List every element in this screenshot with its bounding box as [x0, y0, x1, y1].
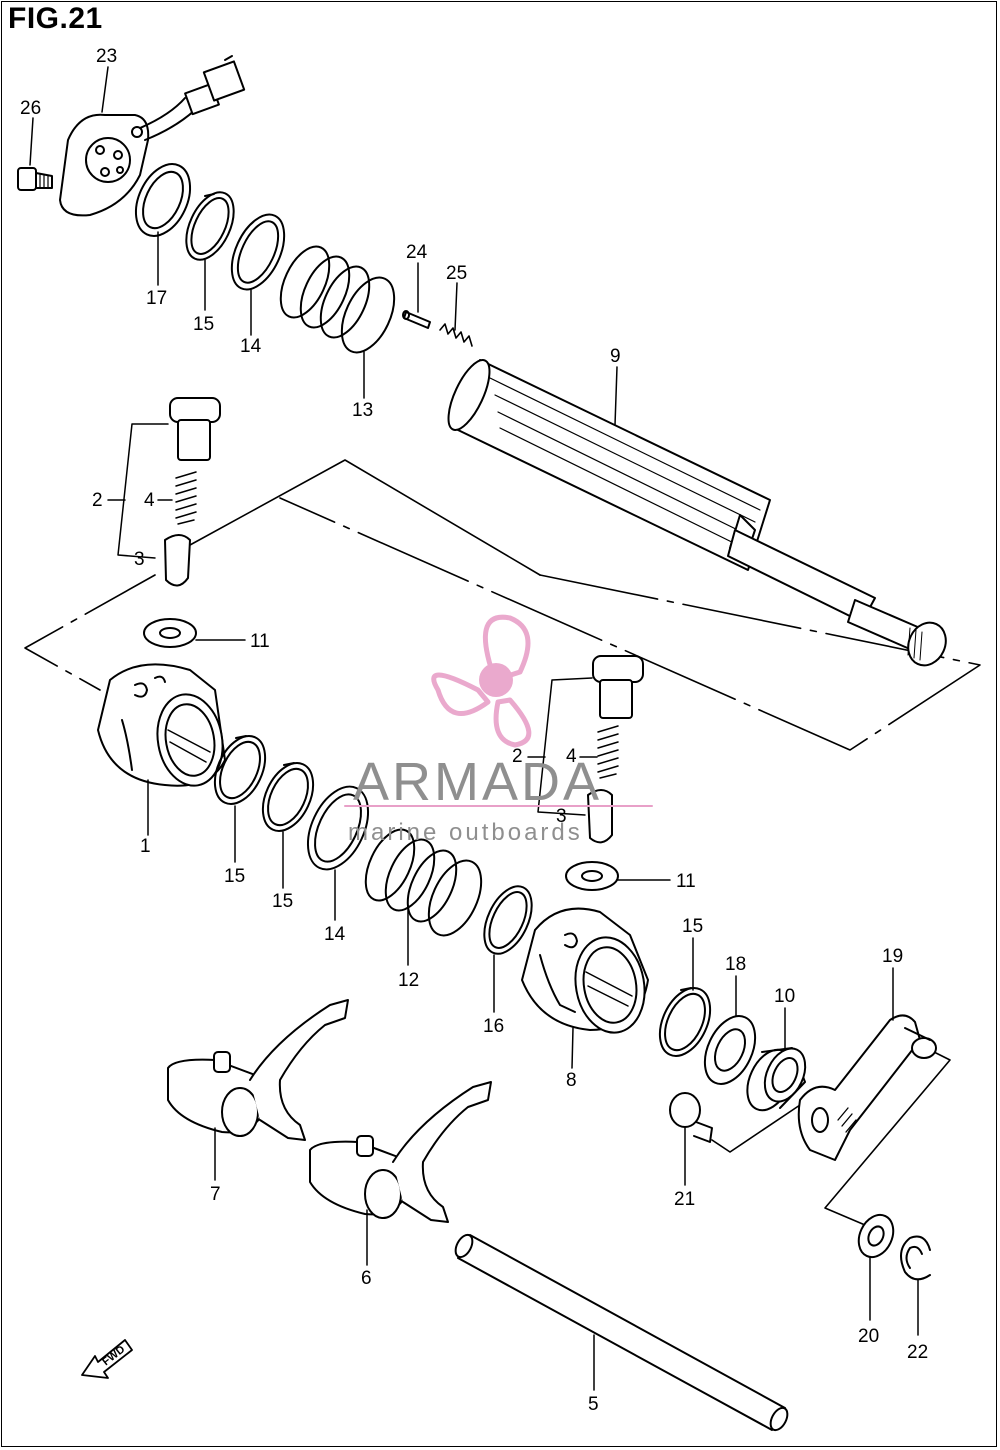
part-15-circlip-c — [658, 987, 712, 1057]
label-15-a: 15 — [224, 866, 245, 887]
label-23: 23 — [96, 46, 117, 67]
watermark-brand: ARMADA — [353, 752, 602, 812]
part-labels: 23 26 17 15 14 13 24 25 9 2 4 3 11 1 15 … — [20, 46, 928, 1415]
label-3-left: 3 — [134, 549, 145, 570]
part-2-detent-bolt-right — [592, 655, 644, 719]
label-17: 17 — [146, 288, 167, 309]
label-15-top: 15 — [193, 314, 214, 335]
part-17-washer — [134, 163, 192, 237]
label-20: 20 — [858, 1326, 879, 1347]
fwd-arrow-icon: FWD — [81, 1339, 133, 1379]
part-4-spring-left — [175, 471, 197, 525]
label-2-right: 2 — [512, 746, 523, 767]
label-1: 1 — [140, 836, 151, 857]
watermark-tagline: marine outboards — [348, 819, 583, 846]
leader-lines — [29, 66, 919, 1391]
label-4-right: 4 — [566, 746, 577, 767]
label-11-left: 11 — [250, 631, 270, 652]
part-19-lever — [797, 1014, 937, 1161]
part-16-ring — [483, 885, 533, 955]
label-19: 19 — [882, 946, 903, 967]
part-20-washer — [857, 1213, 895, 1259]
label-11-right: 11 — [676, 871, 696, 892]
part-22-eclip — [900, 1235, 931, 1281]
label-22: 22 — [907, 1342, 928, 1363]
part-21-bolt — [669, 1092, 713, 1143]
label-4-left: 4 — [144, 490, 155, 511]
part-14-shim — [306, 785, 370, 871]
armada-watermark: ARMADA marine outboards — [344, 614, 653, 846]
label-8: 8 — [566, 1070, 577, 1091]
part-2-detent-bolt-left — [169, 397, 221, 461]
assembly-boundary — [24, 459, 981, 1226]
label-18: 18 — [725, 954, 746, 975]
part-5-rod — [454, 1233, 789, 1432]
part-15-circlip-top — [185, 191, 235, 261]
label-5: 5 — [588, 1394, 599, 1415]
label-7: 7 — [210, 1184, 221, 1205]
label-14-top: 14 — [240, 336, 262, 357]
part-1-shift-cam — [97, 663, 226, 787]
part-15-circlip-a — [213, 735, 267, 805]
bracket-2-3-4-right — [527, 677, 598, 816]
label-25: 25 — [446, 263, 467, 284]
part-11-washer-left — [143, 618, 197, 648]
label-16: 16 — [483, 1016, 504, 1037]
label-2-left: 2 — [92, 490, 103, 511]
part-18-washer — [703, 1015, 757, 1085]
label-21: 21 — [674, 1189, 695, 1210]
part-13-spring — [279, 245, 396, 354]
label-6: 6 — [361, 1268, 372, 1289]
figure-title: FIG.21 — [8, 2, 103, 35]
part-3-ball-left — [164, 534, 191, 587]
part-11-washer-right — [565, 861, 619, 891]
part-4-spring-right — [597, 725, 619, 779]
part-10-bushing — [746, 1047, 807, 1112]
part-25-spring — [439, 323, 473, 347]
propeller-logo-icon — [431, 614, 532, 748]
part-6-shift-fork — [309, 1081, 492, 1223]
label-15-c: 15 — [682, 916, 703, 937]
label-24: 24 — [406, 242, 428, 263]
part-24-pin — [402, 310, 431, 329]
bracket-2-3-4-left — [107, 423, 173, 559]
part-23-sensor — [59, 55, 246, 217]
label-26: 26 — [20, 98, 41, 119]
part-12-spring — [364, 828, 483, 937]
label-15-b: 15 — [272, 891, 293, 912]
part-15-circlip-b — [261, 762, 315, 832]
part-26-bolt — [17, 167, 53, 191]
label-13: 13 — [352, 400, 373, 421]
label-12: 12 — [398, 970, 419, 991]
part-7-shift-fork — [167, 999, 349, 1141]
label-10: 10 — [774, 986, 795, 1007]
label-9: 9 — [610, 346, 621, 367]
part-9-shaft — [447, 359, 947, 667]
label-3-right: 3 — [556, 806, 567, 827]
part-8-shift-cam — [521, 907, 649, 1034]
part-14-shim-top — [230, 213, 286, 291]
part-3-ball-right — [587, 789, 613, 844]
label-14: 14 — [324, 924, 346, 945]
